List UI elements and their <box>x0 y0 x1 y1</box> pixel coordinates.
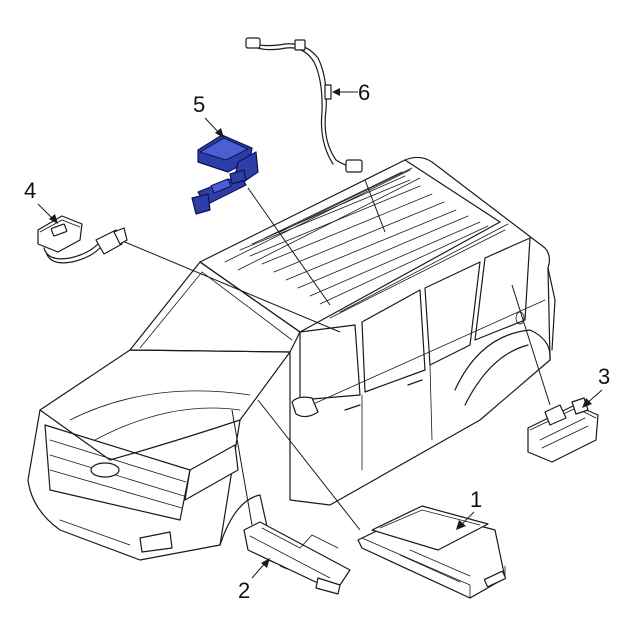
part-3-module[interactable] <box>527 397 599 463</box>
callout-4: 4 <box>24 178 58 224</box>
callout-3: 3 <box>582 364 610 408</box>
callout-3-label: 3 <box>598 364 610 389</box>
part-4-sensor[interactable] <box>37 215 128 264</box>
callout-2-label: 2 <box>238 578 250 603</box>
callout-1-label: 1 <box>470 487 482 512</box>
callout-6-label: 6 <box>358 80 370 105</box>
callout-5-label: 5 <box>193 92 205 117</box>
vehicle-illustration <box>27 156 556 561</box>
part-2-bracket-module[interactable] <box>243 521 351 595</box>
callout-4-label: 4 <box>24 178 36 203</box>
callout-1: 1 <box>456 487 482 530</box>
part-1-control-module[interactable] <box>357 505 507 599</box>
part-5-module-highlighted[interactable] <box>191 134 259 215</box>
leader-lines <box>119 179 551 531</box>
callout-6: 6 <box>332 80 370 105</box>
callout-2: 2 <box>238 558 270 603</box>
callout-5: 5 <box>193 92 224 138</box>
part-6-antenna-cable[interactable] <box>245 37 363 173</box>
